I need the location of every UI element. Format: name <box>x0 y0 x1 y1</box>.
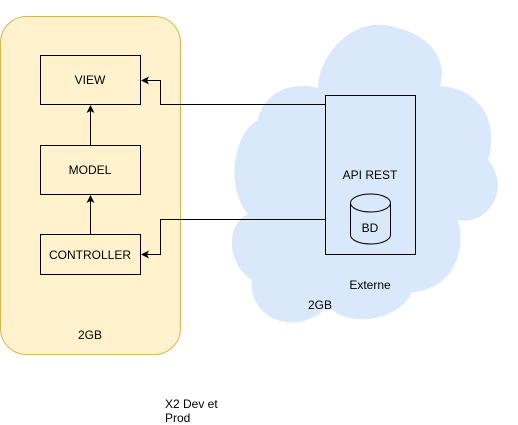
database-cylinder[interactable] <box>350 193 391 245</box>
controller-label: CONTROLLER <box>48 248 131 262</box>
external-cloud[interactable] <box>231 24 498 323</box>
model-label: MODEL <box>68 163 112 177</box>
arrow-api-to-view <box>141 76 325 105</box>
app-container[interactable] <box>0 16 181 355</box>
view-label: VIEW <box>74 73 106 87</box>
external-label: Externe <box>349 278 391 292</box>
footer-note: X2 Dev et Prod <box>165 397 218 425</box>
external-memory-label: 2GB <box>307 298 332 312</box>
app-memory-label: 2GB <box>77 328 102 342</box>
model-box[interactable] <box>40 145 141 195</box>
api-rest-label: API REST <box>342 168 398 182</box>
view-box[interactable] <box>40 55 141 105</box>
database-label: BD <box>361 221 379 235</box>
controller-box[interactable] <box>40 234 141 275</box>
arrow-api-to-controller <box>141 219 325 259</box>
api-rest-box[interactable] <box>325 95 416 255</box>
